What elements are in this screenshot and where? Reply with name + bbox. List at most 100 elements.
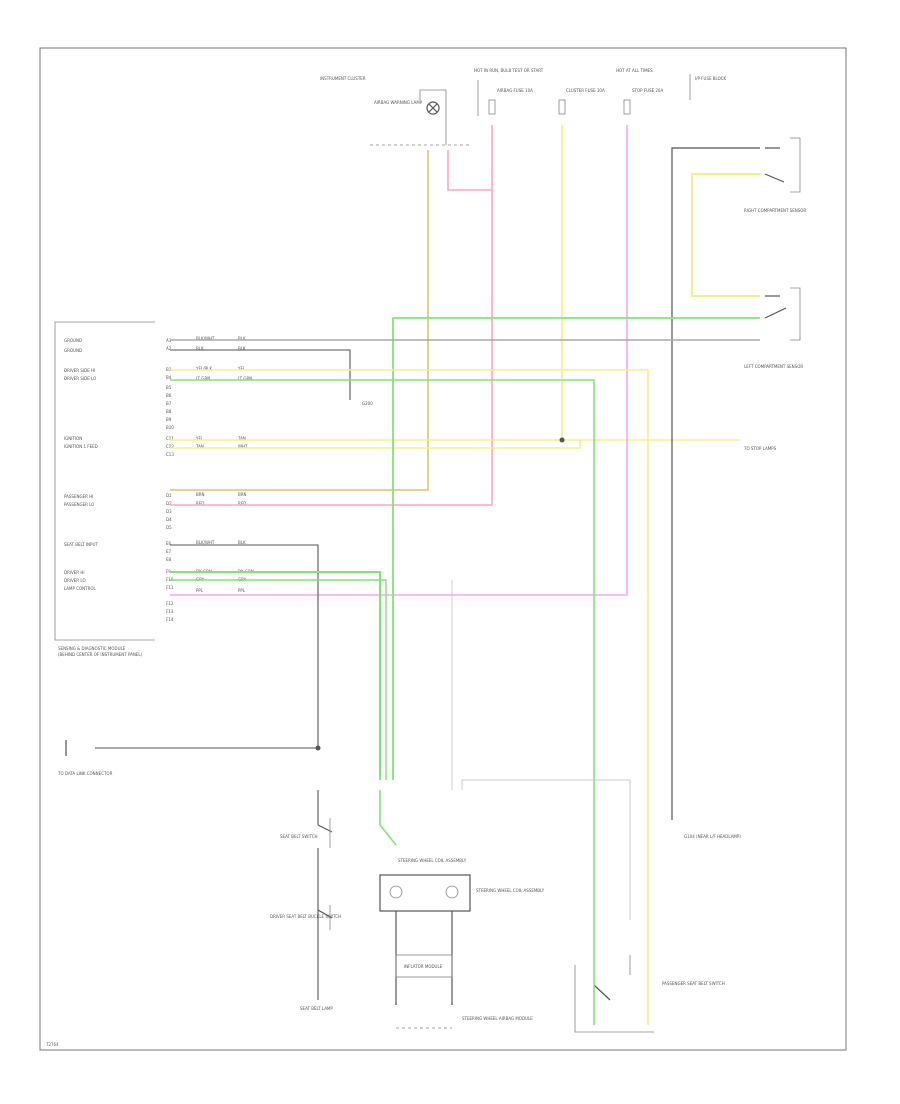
- left-sensor-switch-icon: [764, 287, 801, 341]
- clock-spring-right-icon: [445, 885, 459, 899]
- hot-at-all-times-label: HOT AT ALL TIMES: [616, 68, 653, 73]
- ground-right-label: G104 (NEAR L/F HEADLAMP): [684, 834, 741, 839]
- svg-text:A1: A1: [166, 338, 172, 343]
- wire-dkgreen-driver-lo: [170, 579, 387, 780]
- sensing-lamp-label: SEAT BELT LAMP: [300, 1006, 333, 1011]
- svg-text:B5: B5: [166, 385, 172, 390]
- passenger-switch-icon: [593, 955, 631, 1001]
- svg-text:B3: B3: [166, 367, 172, 372]
- buckle-switch-icon: [317, 905, 333, 930]
- diagram-frame: [39, 47, 847, 1051]
- airbag-warning-lamp-label: AIRBAG WARNING LAMP: [374, 100, 423, 105]
- inflator-box: [395, 954, 453, 978]
- svg-text:BRN: BRN: [196, 492, 205, 497]
- sdm-pin-driver-lo: DRIVER SIDE LO: [64, 376, 96, 381]
- svg-text:LT GRN: LT GRN: [196, 376, 210, 381]
- wire-tan-lamp: [170, 150, 429, 491]
- svg-text:PPL: PPL: [196, 588, 204, 593]
- svg-text:BLK: BLK: [238, 540, 246, 545]
- wire-yellow-ign-feed: [170, 440, 581, 449]
- airbag-module-label: STEERING WHEEL AIRBAG MODULE: [462, 1016, 533, 1021]
- passenger-switch-label: PASSENGER SEAT BELT SWITCH: [662, 981, 725, 986]
- svg-text:WHT: WHT: [238, 444, 248, 449]
- svg-text:F10: F10: [166, 577, 174, 582]
- fuse-stop-icon: [623, 99, 631, 115]
- svg-text:F11: F11: [166, 585, 174, 590]
- svg-text:E8: E8: [166, 557, 172, 562]
- svg-text:D5: D5: [166, 525, 172, 530]
- svg-text:BLK: BLK: [196, 346, 204, 351]
- wire-dkgreen-driver-hi: [170, 571, 381, 780]
- seat-belt-switch-label: SEAT BELT SWITCH: [280, 834, 318, 839]
- sdm-pin-belt-input: SEAT BELT INPUT: [64, 542, 98, 547]
- svg-text:C13: C13: [166, 452, 174, 457]
- fuse-cluster-icon: [558, 99, 566, 115]
- svg-text:C11: C11: [166, 436, 174, 441]
- sdm-module-sub-label: (BEHIND CENTER OF INSTRUMENT PANEL): [58, 652, 143, 657]
- wire-green-coil-in: [379, 790, 397, 846]
- svg-text:BRN: BRN: [238, 492, 247, 497]
- splice-belt: [315, 745, 321, 751]
- wire-yellow-sensor-loop: [691, 173, 760, 297]
- svg-text:B6: B6: [166, 393, 172, 398]
- splice-ignition: [559, 437, 565, 443]
- svg-text:BLK: BLK: [238, 336, 246, 341]
- svg-text:B9: B9: [166, 417, 172, 422]
- svg-text:B7: B7: [166, 401, 172, 406]
- wire-gray-coil-2: [461, 779, 631, 920]
- wire-pink-airbag-fuse: [170, 150, 493, 506]
- sdm-module-outline: [54, 321, 155, 641]
- svg-text:YEL: YEL: [237, 366, 246, 371]
- svg-text:E7: E7: [166, 549, 172, 554]
- inflator-label: INFLATOR MODULE: [404, 964, 443, 969]
- svg-text:D3: D3: [166, 509, 172, 514]
- hot-fuse-header: HOT IN RUN, BULB TEST OR START: [474, 68, 544, 73]
- svg-text:BLK: BLK: [238, 346, 246, 351]
- wire-black-ground-2: [170, 349, 351, 400]
- svg-text:E6: E6: [166, 541, 172, 546]
- left-sensor-label: LEFT COMPARTMENT SENSOR: [744, 364, 803, 369]
- passenger-switch-outline: [574, 965, 654, 1033]
- fuse-block-label: I/P FUSE BLOCK: [695, 76, 727, 81]
- fuse-stop-label: STOP FUSE 20A: [632, 88, 663, 93]
- wire-magenta-stop: [170, 125, 628, 596]
- svg-text:TAN: TAN: [237, 436, 246, 441]
- clock-spring-box: [379, 874, 471, 912]
- svg-text:F12: F12: [166, 601, 174, 606]
- sdm-pin-ground: GROUND: [64, 338, 82, 343]
- svg-text:YEL: YEL: [195, 436, 204, 441]
- sdm-pin-ground2: GROUND: [64, 348, 82, 353]
- instrument-cluster-label: INSTRUMENT CLUSTER: [320, 76, 366, 81]
- wire-yellow-driver-hi: [170, 369, 649, 920]
- svg-text:BLK/WHT: BLK/WHT: [196, 336, 215, 341]
- right-sensor-switch-icon: [764, 137, 801, 193]
- svg-text:BLK/WHT: BLK/WHT: [196, 540, 215, 545]
- svg-text:F9: F9: [166, 569, 171, 574]
- svg-text:PPL: PPL: [238, 588, 246, 593]
- svg-text:RED: RED: [196, 501, 204, 506]
- sdm-pin-driver-hi-2: DRIVER HI: [64, 570, 85, 575]
- sdm-pin-lamp-ctl: LAMP CONTROL: [64, 586, 96, 591]
- fuse-cluster-label: CLUSTER FUSE 10A: [566, 88, 605, 93]
- seat-belt-switch-icon: [317, 818, 333, 848]
- buckle-switch-label: DRIVER SEAT BELT BUCKLE SWITCH: [270, 914, 341, 919]
- sdm-pin-passenger-lo: PASSENGER LO: [64, 502, 94, 507]
- wire-black-right-sensor: [671, 147, 760, 310]
- svg-text:RED: RED: [238, 501, 246, 506]
- sdm-pin-driver-lo-2: DRIVER LO: [64, 578, 86, 583]
- svg-text:B8: B8: [166, 409, 172, 414]
- sdm-module-label: SENSING & DIAGNOSTIC MODULE: [58, 646, 126, 651]
- svg-text:C12: C12: [166, 444, 174, 449]
- clock-spring-left-icon: [389, 885, 403, 899]
- svg-text:B10: B10: [166, 425, 174, 430]
- svg-text:A2: A2: [166, 346, 172, 351]
- svg-text:YEL/BLK: YEL/BLK: [195, 366, 213, 371]
- sdm-pin-driver-hi: DRIVER SIDE HI: [64, 368, 95, 373]
- svg-text:B4: B4: [166, 375, 172, 380]
- stop-lamp-label: TO STOP LAMPS: [743, 446, 777, 451]
- sdm-pin-passenger-hi: PASSENGER HI: [64, 494, 93, 499]
